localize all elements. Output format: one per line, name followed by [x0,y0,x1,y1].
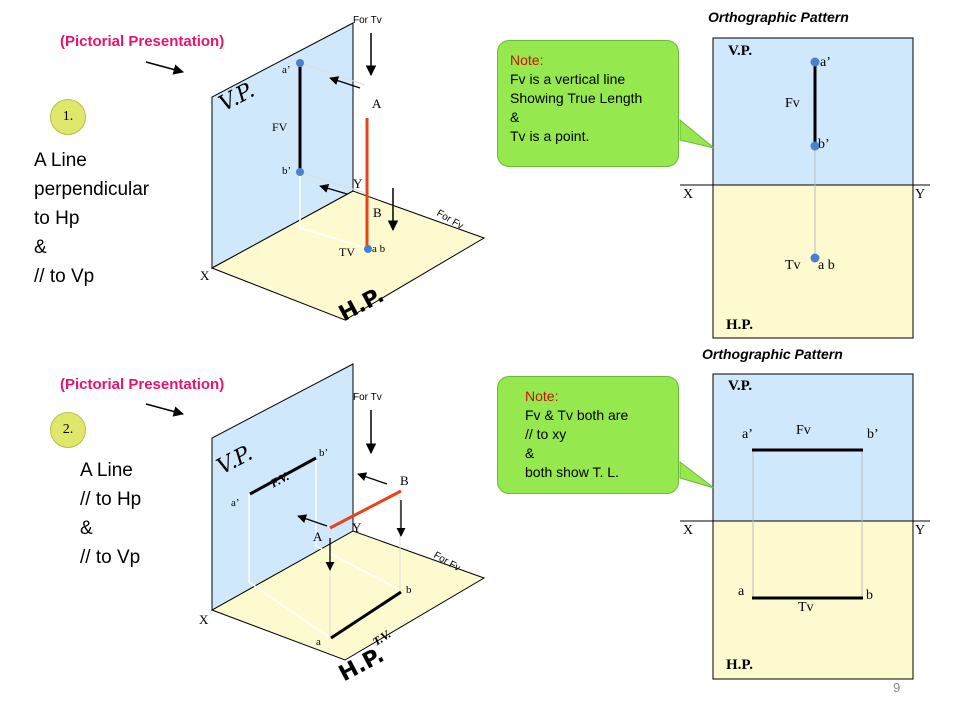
ortho-tv-label-1: Tv [785,258,801,273]
note-tail-1 [679,118,715,149]
ortho-tv-label-2: Tv [798,600,814,615]
tv-label-1: TV [339,245,355,259]
note-line: & [510,109,520,125]
description-line: & [80,518,93,539]
description-line: A Line [34,150,87,171]
note-box-1: Note: Fv is a vertical line Showing True… [497,40,679,167]
pictorial-heading-1: (Pictorial Presentation) [60,33,225,50]
B-label-1: B [373,205,382,220]
ortho-fv-label-1: Fv [785,96,800,111]
ortho-vp-label-1: V.P. [728,43,753,59]
note-line: Fv & Tv both are [525,407,629,423]
fv-label-1: FV [272,120,288,134]
vp-plane-2 [211,363,354,611]
A-label-2: A [313,529,323,544]
description-line: perpendicular [34,179,150,200]
for-tv-label-1: For Tv [353,15,382,26]
line-ab-2 [329,489,402,530]
page-number: 9 [893,680,901,695]
ortho-ab-label-1: a b [818,258,835,273]
point-a-prime-1 [296,59,304,67]
y-label-1: Y [353,176,363,191]
note-line: Tv is a point. [510,128,590,144]
arrow-to-vp-2a [357,472,388,485]
note-line: Showing True Length [510,90,643,106]
note-box-2: Note: Fv & Tv both are // to xy & both s… [497,376,679,494]
note-tail-2 [679,460,715,489]
ortho-vp-2 [713,374,913,521]
ortho-hp-label-1: H.P. [726,317,753,333]
ortho-vp-label-2: V.P. [728,378,753,394]
a-prime-label-2: a’ [231,497,240,509]
a-label-2: a [316,636,321,648]
note-title: Note: [510,52,544,68]
pictorial-1 [145,22,486,321]
description-1: A Line perpendicular to Hp & // to Vp [34,146,149,291]
B-label-2: B [400,473,409,488]
ortho-b-label-2: b [866,588,873,603]
ortho-y-label-2: Y [915,523,926,538]
ortho-b-prime-2: b’ [867,427,879,442]
ortho-hp-2 [713,521,913,679]
vp-plane-1 [211,22,354,269]
heading-arrow-1 [145,61,185,75]
ortho-fv-label-2: Fv [796,423,811,438]
number-badge-1: 1. [50,99,86,135]
note-line: // to xy [525,426,567,442]
tv-line-2 [330,590,402,640]
ortho-title-1: Orthographic Pattern [708,9,849,25]
x-label-2: X [199,612,209,627]
pictorial-2 [145,363,486,661]
note-title: Note: [525,388,559,404]
note-line: Fv is a vertical line [510,71,626,87]
note-line: both show T. L. [525,464,619,480]
ortho-title-2: Orthographic Pattern [702,346,843,362]
ab-label-1: a b [372,243,386,255]
ortho-b-prime-1: b’ [818,137,830,152]
heading-arrow-2 [145,403,185,417]
point-b-prime-1 [296,168,304,176]
description-line: to Hp [34,208,80,229]
arrow-to-vp-2b [297,514,328,527]
ortho-a-prime-2: a’ [742,427,753,442]
number-badge-2: 2. [50,412,86,448]
a-prime-label-1: a’ [282,64,291,76]
ortho-a-label-2: a [738,584,745,599]
description-2: A Line // to Hp & // to Vp [80,456,141,572]
ortho-x-label-2: X [683,523,694,538]
pictorial-heading-2: (Pictorial Presentation) [60,376,225,393]
ortho-1 [680,37,930,339]
description-line: // to Vp [80,547,141,568]
description-line: // to Vp [34,266,95,287]
A-label-1: A [372,96,382,111]
ortho-y-label-1: Y [915,187,926,202]
description-line: & [34,237,47,258]
ortho-x-label-1: X [683,187,694,202]
fv-line-2 [249,456,317,496]
b-prime-label-1: b’ [282,165,292,177]
ortho-a-prime-1: a’ [820,55,831,70]
b-prime-label-2: b’ [319,447,329,459]
arrow-to-vp-1b [319,183,348,195]
ortho-hp-label-2: H.P. [726,657,753,673]
description-line: // to Hp [80,489,142,510]
point-ab-1 [364,245,372,253]
ortho-2 [680,373,930,680]
arrow-to-vp-1a [329,76,361,89]
for-tv-label-2: For Tv [353,392,382,403]
y-label-2: Y [352,520,362,535]
note-line: & [525,445,535,461]
x-label-1: X [200,268,210,283]
description-line: A Line [80,460,133,481]
b-label-2: b [406,584,412,596]
